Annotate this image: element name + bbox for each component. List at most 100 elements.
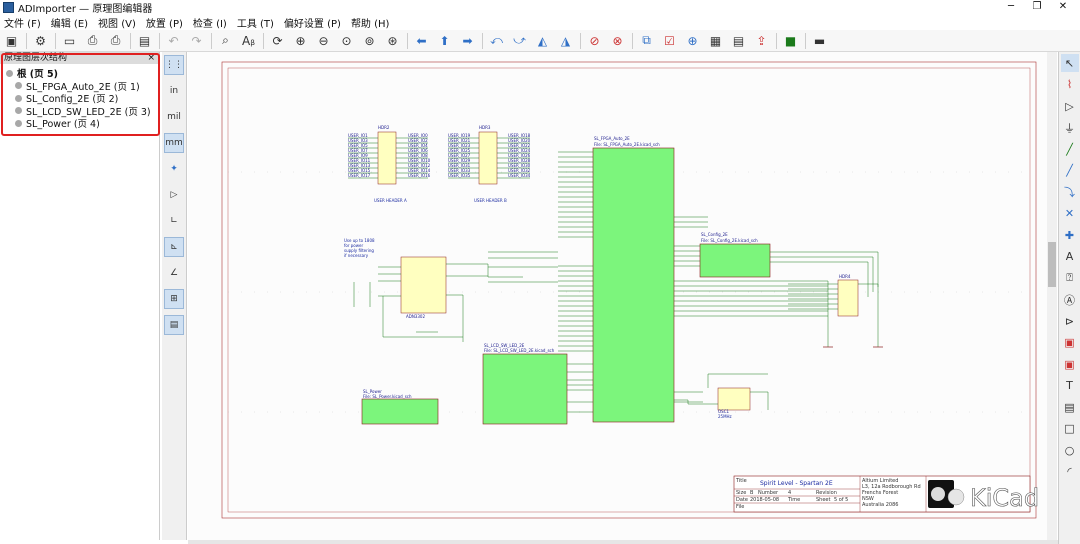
assign-footprints-icon[interactable]: ⊕: [687, 33, 698, 48]
navigate-back-icon[interactable]: ⬅: [416, 33, 427, 48]
tree-sheet-item[interactable]: SL_Power (页 4): [6, 117, 159, 130]
add-junction-icon[interactable]: ✚: [1064, 228, 1075, 242]
menu-tools[interactable]: 工具 (T): [236, 18, 274, 30]
menu-inspect[interactable]: 检查 (I): [192, 18, 227, 30]
maximize-button[interactable]: ❐: [1032, 1, 1042, 12]
add-wire-icon[interactable]: ╱: [1066, 142, 1073, 156]
add-no-connect-icon[interactable]: ✕: [1064, 207, 1075, 220]
close-window-button[interactable]: ✕: [1058, 1, 1068, 12]
undo-icon[interactable]: ↶: [168, 33, 179, 48]
line-mode-90-icon[interactable]: ⊾: [164, 237, 184, 257]
symbol-editor-icon[interactable]: ⊘: [589, 33, 600, 48]
minimize-button[interactable]: ─: [1007, 1, 1015, 12]
add-net-label-icon[interactable]: A: [1065, 250, 1074, 263]
add-global-label-icon[interactable]: ⍰: [1066, 271, 1073, 284]
cursor-icon[interactable]: ✦: [170, 164, 178, 174]
svg-text:USER_IO35: USER_IO35: [448, 173, 471, 178]
add-hier-sheet-pin-icon[interactable]: ⊳: [1064, 314, 1075, 328]
select-arrow-icon[interactable]: ↖: [1060, 54, 1079, 72]
menu-file[interactable]: 文件 (F): [4, 18, 41, 30]
symbol-browser-icon[interactable]: ⊗: [612, 33, 623, 48]
vertical-scroll-thumb[interactable]: [1048, 242, 1056, 287]
plot-icon[interactable]: ⎙: [110, 33, 121, 47]
rotate-cw-icon[interactable]: ⤻: [513, 33, 526, 47]
find-replace-icon[interactable]: Aᵦ: [241, 33, 256, 48]
mirror-horizontal-icon[interactable]: ◮: [560, 33, 571, 48]
right-toolbar: ↖ ⌇ ▷ ⏚ ╱ ╱ ⤵ ✕ ✚ A ⍰ Ⓐ ⊳ ▣ ▣ T ▤ □ ○ ◜: [1058, 52, 1080, 544]
paste-icon[interactable]: ▤: [138, 33, 151, 48]
svg-text:L3, 12a Rodborough Rd: L3, 12a Rodborough Rd: [862, 484, 921, 490]
add-textbox-icon[interactable]: ▤: [1064, 400, 1075, 414]
schematic-canvas[interactable]: HDR2 USER_IO1 USER_IO3 USER_IO5 USER_IO7…: [188, 52, 1047, 540]
add-rectangle-icon[interactable]: □: [1064, 422, 1075, 435]
add-bus-icon[interactable]: ╱: [1066, 164, 1073, 177]
add-text-icon[interactable]: T: [1066, 379, 1073, 392]
add-arc-icon[interactable]: ◜: [1067, 465, 1072, 478]
navigate-forward-icon[interactable]: ➡: [462, 33, 473, 48]
add-bus-entry-icon[interactable]: ⤵: [1064, 186, 1075, 199]
update-pcb-icon[interactable]: ⇪: [756, 33, 767, 48]
pcb-editor-icon[interactable]: ■: [784, 33, 797, 48]
units-mm-button[interactable]: mm: [164, 133, 184, 153]
rotate-ccw-icon[interactable]: ⤺: [490, 33, 503, 47]
close-panel-icon[interactable]: ×: [147, 53, 155, 63]
mirror-vertical-icon[interactable]: ◭: [537, 33, 548, 48]
svg-text:5 of 5: 5 of 5: [834, 497, 848, 503]
svg-text:USER_IO3: USER_IO3: [348, 138, 368, 143]
hierarchy-tree: 根 (页 5) SL_FPGA_Auto_2E (页 1) SL_Config_…: [0, 64, 159, 130]
print-icon[interactable]: ⎙: [87, 33, 98, 47]
hierarchy-panel-toggle-icon[interactable]: ▤: [164, 315, 184, 335]
zoom-in-icon[interactable]: ⊕: [295, 33, 306, 48]
menu-edit[interactable]: 编辑 (E): [50, 18, 89, 30]
tree-sheet-item[interactable]: SL_FPGA_Auto_2E (页 1): [6, 80, 159, 93]
show-hidden-pins-icon[interactable]: ⊞: [164, 289, 184, 309]
zoom-out-icon[interactable]: ⊖: [318, 33, 329, 48]
add-sheet-icon[interactable]: ▣: [1064, 336, 1075, 349]
header-b-ref: HDR3: [479, 125, 491, 130]
svg-text:USER_IO6: USER_IO6: [408, 148, 428, 153]
grid-toggle-icon[interactable]: ⋮⋮: [164, 55, 184, 75]
menu-help[interactable]: 帮助 (H): [350, 18, 390, 30]
bom-icon[interactable]: ▤: [732, 33, 745, 48]
line-mode-45-icon[interactable]: ∠: [169, 268, 179, 278]
find-icon[interactable]: ⌕: [222, 33, 229, 47]
add-circle-icon[interactable]: ○: [1064, 443, 1075, 457]
highlight-net-icon[interactable]: ⌇: [1066, 78, 1073, 91]
svg-text:Number: Number: [758, 490, 779, 496]
navigate-up-icon[interactable]: ⬆: [439, 33, 450, 48]
line-mode-free-icon[interactable]: ∟: [170, 216, 178, 226]
menu-place[interactable]: 放置 (P): [145, 18, 183, 30]
zoom-selection-icon[interactable]: ⊛: [387, 33, 398, 48]
erc-icon[interactable]: ☑: [664, 33, 675, 48]
horizontal-scrollbar[interactable]: [188, 540, 1058, 544]
annotate-icon[interactable]: ⧉: [642, 33, 651, 47]
schematic-setup-icon[interactable]: ⚙: [35, 33, 46, 48]
svg-text:USER_IO9: USER_IO9: [348, 153, 368, 158]
import-sheet-pin-icon[interactable]: ▣: [1064, 357, 1075, 371]
add-symbol-icon[interactable]: ▷: [1065, 99, 1074, 113]
tree-sheet-item[interactable]: SL_Config_2E (页 2): [6, 92, 159, 105]
units-mil-button[interactable]: mil: [167, 112, 181, 122]
refresh-icon[interactable]: ⟳: [272, 33, 283, 48]
svg-text:ADN3302: ADN3302: [406, 314, 425, 319]
zoom-objects-icon[interactable]: ⊚: [364, 33, 375, 48]
menu-preferences[interactable]: 偏好设置 (P): [283, 18, 341, 30]
tree-root[interactable]: 根 (页 5): [6, 67, 159, 80]
tree-sheet-label: SL_FPGA_Auto_2E (页 1): [26, 81, 140, 93]
svg-text:USER_IO34: USER_IO34: [508, 173, 531, 178]
save-icon[interactable]: ▣: [5, 33, 18, 48]
tree-sheet-item[interactable]: SL_LCD_SW_LED_2E (页 3): [6, 105, 159, 118]
redo-icon[interactable]: ↷: [191, 33, 202, 48]
hierarchy-navigator-icon[interactable]: ▷: [170, 190, 178, 200]
add-power-icon[interactable]: ⏚: [1064, 121, 1075, 135]
scripting-console-icon[interactable]: ▬: [813, 33, 826, 48]
edit-fields-icon[interactable]: ▦: [709, 33, 722, 48]
units-inch-button[interactable]: in: [169, 86, 179, 96]
zoom-fit-icon[interactable]: ⊙: [341, 33, 352, 48]
page-settings-icon[interactable]: ▭: [63, 33, 76, 48]
tree-root-label: 根 (页 5): [17, 69, 58, 81]
svg-text:Australia 2086: Australia 2086: [862, 502, 898, 508]
menu-view[interactable]: 视图 (V): [98, 18, 136, 30]
add-hier-label-icon[interactable]: Ⓐ: [1064, 293, 1075, 307]
vertical-scrollbar[interactable]: [1047, 52, 1057, 540]
